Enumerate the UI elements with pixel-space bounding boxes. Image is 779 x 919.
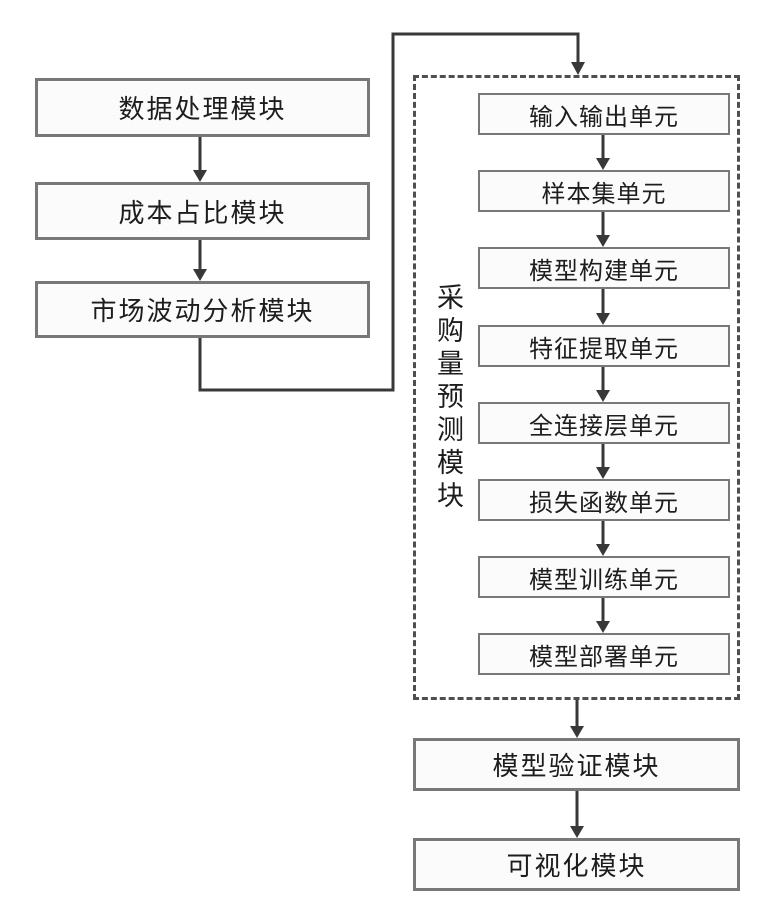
- arrow-model-construction-to-feature-extraction: [596, 289, 610, 325]
- box-model-validation-module: 模型验证模块: [413, 738, 740, 791]
- box-label: 可视化模块: [506, 851, 647, 881]
- box-visualization-module: 可视化模块: [413, 838, 740, 891]
- vertical-label-prediction-module: 采购量预测模块: [433, 283, 463, 514]
- arrow-market-fluctuation-to-prediction-module: [198, 32, 585, 392]
- box-label: 输入输出单元: [529, 103, 679, 131]
- box-model-deployment-unit: 模型部署单元: [478, 633, 730, 675]
- box-loss-function-unit: 损失函数单元: [478, 479, 730, 521]
- box-label: 模型部署单元: [529, 643, 679, 671]
- box-label: 模型训练单元: [529, 566, 679, 594]
- box-model-training-unit: 模型训练单元: [478, 556, 730, 598]
- box-data-processing-module: 数据处理模块: [35, 78, 370, 137]
- box-market-fluctuation-analysis-module: 市场波动分析模块: [35, 281, 370, 338]
- box-label: 数据处理模块: [118, 94, 287, 124]
- box-model-construction-unit: 模型构建单元: [478, 247, 730, 289]
- arrow-model-training-to-model-deployment: [596, 598, 610, 633]
- arrow-loss-function-to-model-training: [596, 521, 610, 556]
- box-label: 模型验证模块: [492, 751, 661, 781]
- arrow-input-output-to-sample-set: [596, 135, 610, 170]
- arrow-cost-ratio-to-market-fluctuation: [193, 240, 207, 281]
- arrow-fully-connected-to-loss-function: [596, 444, 610, 479]
- box-label: 样本集单元: [541, 180, 667, 208]
- box-fully-connected-layer-unit: 全连接层单元: [478, 402, 730, 444]
- arrow-model-validation-to-visualization: [570, 791, 584, 838]
- box-label: 损失函数单元: [529, 489, 679, 517]
- arrow-data-processing-to-cost-ratio: [193, 137, 207, 182]
- box-input-output-unit: 输入输出单元: [478, 93, 730, 135]
- box-feature-extraction-unit: 特征提取单元: [478, 325, 730, 367]
- arrow-prediction-module-to-model-validation: [570, 700, 584, 738]
- arrow-sample-set-to-model-construction: [596, 212, 610, 247]
- box-cost-ratio-module: 成本占比模块: [35, 182, 370, 240]
- box-label: 市场波动分析模块: [90, 296, 315, 326]
- box-label: 特征提取单元: [529, 335, 679, 363]
- dashed-container-prediction-module: [413, 75, 740, 700]
- arrow-feature-extraction-to-fully-connected: [596, 367, 610, 402]
- box-label: 成本占比模块: [118, 197, 287, 228]
- box-sample-set-unit: 样本集单元: [478, 170, 730, 212]
- box-label: 全连接层单元: [529, 412, 679, 440]
- box-label: 模型构建单元: [529, 257, 679, 285]
